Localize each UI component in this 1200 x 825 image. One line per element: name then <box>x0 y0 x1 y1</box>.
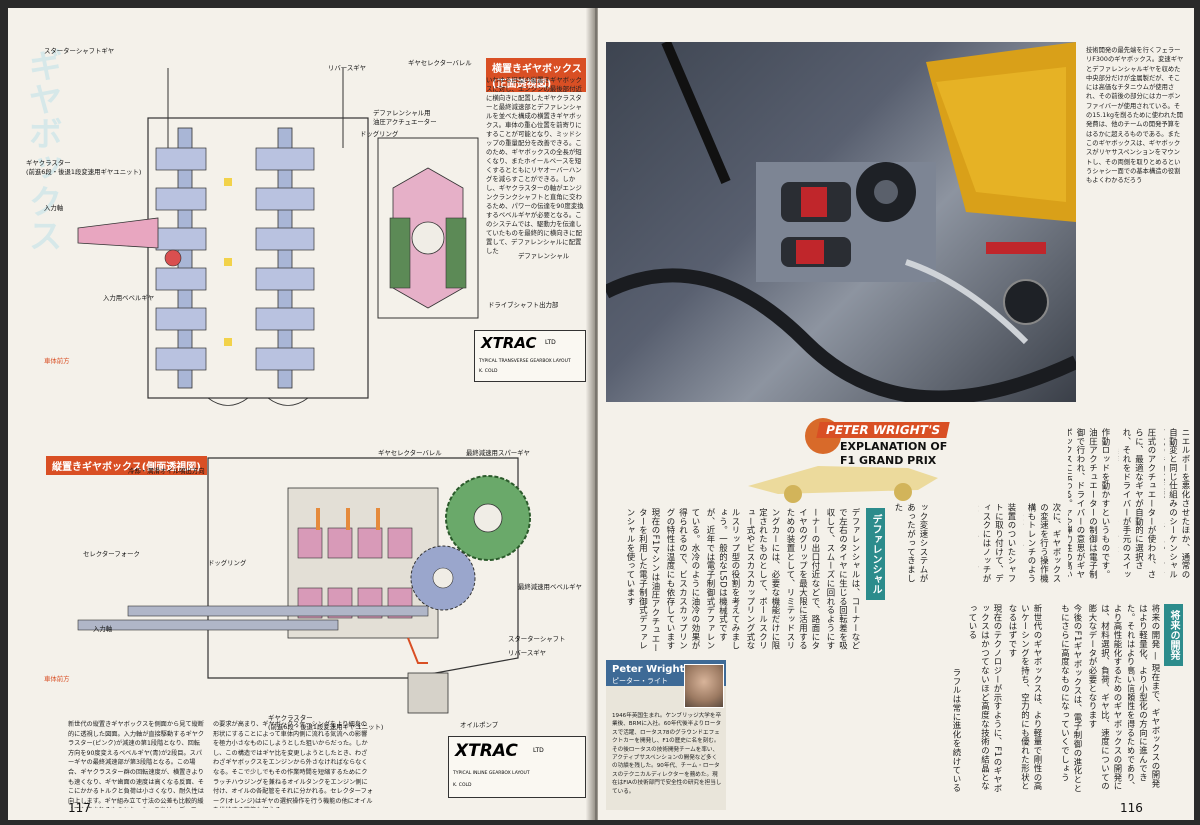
label-diff: デファレンシャル <box>518 252 570 260</box>
diff-col2: ーナーの出口付近などで、路面にタイヤのグリップを最大限に活用するための装置として… <box>786 508 821 651</box>
page-number-right: 116 <box>1120 801 1143 815</box>
diff-col5: ている。水冷のように油冷の効果が得られるので、ビスカスカップリングの特性は温度に… <box>666 508 701 651</box>
label-gear-cluster-top: ギヤクラスター (前進6段・後退1段変速用ギヤユニット) <box>26 159 142 176</box>
label-starter-gear: スターターシャフトギヤ <box>44 47 115 55</box>
label-reverse-gear-top: リバースギヤ <box>328 64 367 72</box>
future-col5: 現在のテクノロジーが示すように、F1のギヤボックスはかつてないほど高度な技術の結… <box>968 604 1003 793</box>
label-selector-fork: セレクターフォーク <box>83 550 140 558</box>
feature-line1: PETER WRIGHT'S <box>816 422 950 438</box>
xtrac-ltd-top: LTD <box>545 339 556 346</box>
xtrac-logo-bottom: XTRAC <box>455 741 518 761</box>
right-col-e: 装置のついたシャフトに取り付けて、ディスクにはノッチが設けられている。ステップモ… <box>978 503 1017 584</box>
label-dog-ring-top: ドッグリング <box>360 130 399 138</box>
feature-line2: EXPLANATION OF <box>840 440 948 453</box>
future-col3: 今後のF1ギヤボックスは、電子制御の進化とともにさらに高度なものになっていくでし… <box>1060 604 1084 793</box>
feature-title-block: PETER WRIGHT'S EXPLANATION OF F1 GRAND P… <box>748 416 1048 503</box>
future-col6: ラフルは常に進化を続けている <box>952 668 962 793</box>
label-diff-actuator: デファレンシャル用 油圧アクチュエーター <box>373 109 437 126</box>
author-name: Peter Wright <box>612 664 685 675</box>
page-number-left: 117 <box>68 801 91 815</box>
left-body-col2: の要求が高まり、ギヤボックスケーシングをより細身の形状にすることによって車体内側… <box>213 721 373 808</box>
diff-col3: ングカーには、必要な機能だけに限定されたものとして、ボールスクリュー式やビスカス… <box>746 508 781 651</box>
author-box: Peter Wright ピーター・ライト 1946年英国生まれ。ケンブリッジ大… <box>606 660 726 810</box>
label-reverse-gear-bottom: リバースギヤ <box>508 649 547 657</box>
xtrac-drawn-bottom: K. COLD <box>453 783 472 788</box>
label-selector-barrel-bottom: ギヤセレクターバレル <box>378 449 442 457</box>
label-oil-pump: オイルポンプ <box>460 721 499 729</box>
label-input-shaft-bottom: 入力軸 <box>93 625 113 633</box>
xtrac-block-bottom: XTRAC LTD TYPICAL INLINE GEARBOX LAYOUT … <box>448 736 586 798</box>
section-future-heading: 将来の開発 <box>1164 604 1183 666</box>
label-starter-shaft: スターターシャフト <box>508 635 566 643</box>
xtrac-title-bottom: TYPICAL INLINE GEARBOX LAYOUT <box>453 771 530 776</box>
feature-line3: F1 GRAND PRIX <box>840 454 937 467</box>
author-kana: ピーター・ライト <box>612 677 668 685</box>
inline-gearbox-diagram <box>77 457 531 714</box>
label-front-dir-top: 車体前方 <box>44 357 70 365</box>
label-input-shaft-top: 入力軸 <box>44 204 64 212</box>
inline-tag: 縦置きギヤボックス(側面透視図) <box>46 456 207 475</box>
magazine-spread: ギヤボックス <box>8 8 1194 820</box>
future-col4: 新世代のギヤボックスは、より軽量で剛性の高いケーシングを持ち、空力的にも優れた形… <box>1008 604 1043 791</box>
label-bevel-gear: 入力用ベベルギヤ <box>103 294 155 302</box>
label-final-spur: 最終減速用スパーギヤ <box>466 449 530 457</box>
author-bio: 1946年英国生まれ。ケンブリッジ大学を卒業後、BRMに入社。60年代後半よりロ… <box>612 713 722 795</box>
future-col1: 将来の開発 — 現在まで、ギヤボックスの開発はより軽量化、より小型化の方向に進ん… <box>1128 604 1161 791</box>
photo-caption: 技術開発の最先端を行くフェラーリF300のギヤボックス。変速ギヤとデファレンシャ… <box>1086 47 1184 185</box>
diff-col1: デファレンシャルは、コーナーなどで左右のタイヤに生じる回転差を吸収して、スムーズ… <box>826 508 861 651</box>
label-dog-ring-bottom: ドッグリング <box>208 559 247 567</box>
transverse-caption: いわゆる旧型の縦置きギヤボックスに対し、エンジンの最後部付近に横向きに配置したギ… <box>486 76 584 255</box>
label-oil-outlet: 冷却・潤滑オイル噴出方向 <box>128 467 205 475</box>
xtrac-drawn-top: K. COLD <box>479 369 498 374</box>
photo-illustration <box>606 42 1076 402</box>
xtrac-logo-top: XTRAC <box>481 334 537 352</box>
section-diff-heading: デファレンシャル <box>866 508 885 600</box>
xtrac-ltd-bottom: LTD <box>533 747 544 754</box>
diff-col6: 現在のF1マシンは油圧アクチュエーターを利用した電子制御式デファレンシャルを使っ… <box>626 508 661 653</box>
diff-col4: ルスリップ型の役割を考えてみましょう。一般的なLSDは機械式ですが、近年では電子… <box>706 508 741 651</box>
label-drive-flange: ドライブシャフト出力部 <box>488 301 559 309</box>
left-page: ギヤボックス <box>8 8 593 820</box>
left-body-col1: 新世代の縦置きギヤボックスを側面から見て縦断的に透視した図面。入力軸が直接駆動す… <box>68 721 205 808</box>
right-col-c: 作動ロッドを動かすというものです。油圧アクチュエーターの制御は電子制御で行われ、… <box>1068 428 1111 580</box>
label-selector-barrel-top: ギヤセレクターバレル <box>408 59 472 67</box>
future-col2: より高性能化するためのギヤボックスの開発には、材料選択、負荷、ギヤ比、速度につい… <box>1088 604 1123 791</box>
right-page: 技術開発の最先端を行くフェラーリF300のギヤボックス。変速ギヤとデファレンシャ… <box>598 8 1194 820</box>
right-col-f: ック変速システムがあったがってきました <box>894 503 929 584</box>
gearbox-photo <box>606 42 1076 402</box>
background-watermark: ギヤボックス <box>22 48 62 252</box>
transverse-tag: 横置きギヤボックス(正面透視図) <box>486 58 593 92</box>
transverse-gearbox-diagram <box>77 68 479 406</box>
label-gear-cluster-bottom: ギヤクラスター (前進6段・後退1段変速用ギヤユニット) <box>268 714 384 731</box>
right-col-b: 圧式のアクチュエーターが使われ、さらに、最適なギヤが自動的に選択され、それをドラ… <box>1118 428 1157 580</box>
right-col-a: ニエルボーを悪化させたほか、通常の自動変と同じ仕組みのシーケンシャル方式の手動式… <box>1164 428 1191 580</box>
right-col-d: 次に、ギヤボックスの変速を行う操作機構もトレンチのように設計されており、それが実… <box>1023 503 1062 584</box>
author-photo <box>684 664 724 708</box>
label-final-bevel: 最終減速用ベベルギヤ <box>518 583 582 591</box>
xtrac-block-top: XTRAC LTD TYPICAL TRANSVERSE GEARBOX LAY… <box>474 330 586 382</box>
xtrac-title-top: TYPICAL TRANSVERSE GEARBOX LAYOUT <box>479 359 571 364</box>
label-front-dir-bottom: 車体前方 <box>44 675 70 683</box>
